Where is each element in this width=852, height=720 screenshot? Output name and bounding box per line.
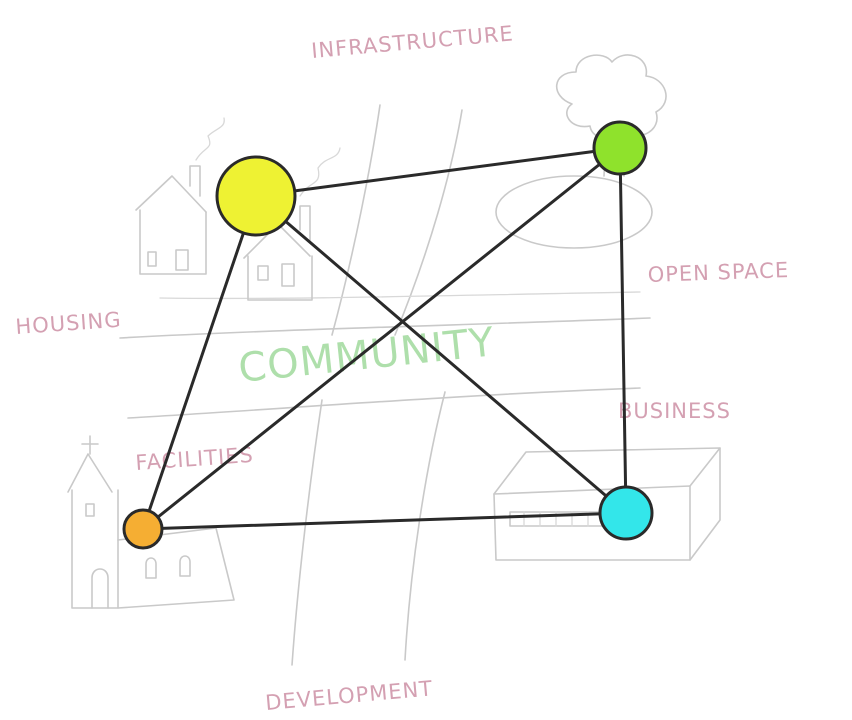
node-housing[interactable] xyxy=(215,155,297,237)
road-line xyxy=(159,291,641,300)
church-sketch xyxy=(67,435,235,609)
road-line xyxy=(291,399,323,666)
node-open-space[interactable] xyxy=(592,120,648,176)
label-development: DEVELOPMENT xyxy=(264,676,434,715)
label-housing: HOUSING xyxy=(15,308,123,339)
house-sketch xyxy=(135,117,225,275)
label-infrastructure: INFRASTRUCTURE xyxy=(310,21,514,63)
label-business: BUSINESS xyxy=(618,399,731,423)
house-sketch xyxy=(243,147,341,301)
category-labels: INFRASTRUCTURE HOUSING OPEN SPACE BUSINE… xyxy=(15,21,790,715)
road-line xyxy=(127,387,641,419)
edge-facilities-business xyxy=(141,511,628,531)
label-community: COMMUNITY xyxy=(236,319,497,392)
network-edges xyxy=(141,146,628,531)
edge-housing-open-space xyxy=(254,146,622,198)
label-open-space: OPEN SPACE xyxy=(647,258,789,287)
edge-open-space-business xyxy=(618,146,628,515)
road-line xyxy=(119,317,651,339)
network-nodes xyxy=(122,120,654,550)
road-line xyxy=(331,104,381,336)
road-line xyxy=(394,109,463,336)
node-facilities[interactable] xyxy=(122,508,164,550)
edge-open-space-facilities xyxy=(141,146,622,531)
node-business[interactable] xyxy=(598,485,654,541)
label-facilities: FACILITIES xyxy=(135,443,255,475)
road-line xyxy=(404,391,446,661)
edge-housing-business xyxy=(254,194,628,515)
edge-housing-facilities xyxy=(141,194,258,531)
